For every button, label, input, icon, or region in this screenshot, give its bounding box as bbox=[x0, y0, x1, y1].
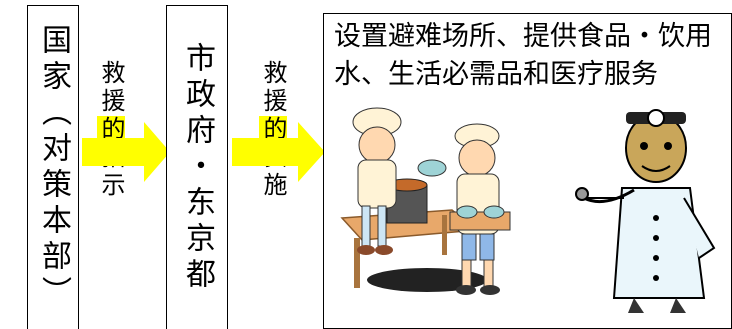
services-box: 设置避难场所、提供食品・饮用水、生活必需品和医疗服务 bbox=[323, 13, 732, 329]
national-hq-box: 国家（对策本部） bbox=[27, 5, 79, 329]
municipal-label: 市政府・东京都 bbox=[180, 41, 215, 294]
municipal-box: 市政府・东京都 bbox=[166, 5, 228, 329]
arrow-right-icon bbox=[232, 122, 325, 182]
services-text: 设置避难场所、提供食品・饮用水、生活必需品和医疗服务 bbox=[334, 21, 712, 90]
chef-children-serving-food-icon bbox=[340, 107, 511, 295]
rescue-implementation-part1: 救援 bbox=[259, 60, 287, 116]
doctor-with-stethoscope-icon bbox=[575, 109, 716, 313]
rescue-instruction-part1: 救援 bbox=[97, 60, 125, 116]
arrow-right-icon bbox=[82, 122, 170, 182]
national-hq-label: 国家（对策本部） bbox=[36, 23, 71, 312]
